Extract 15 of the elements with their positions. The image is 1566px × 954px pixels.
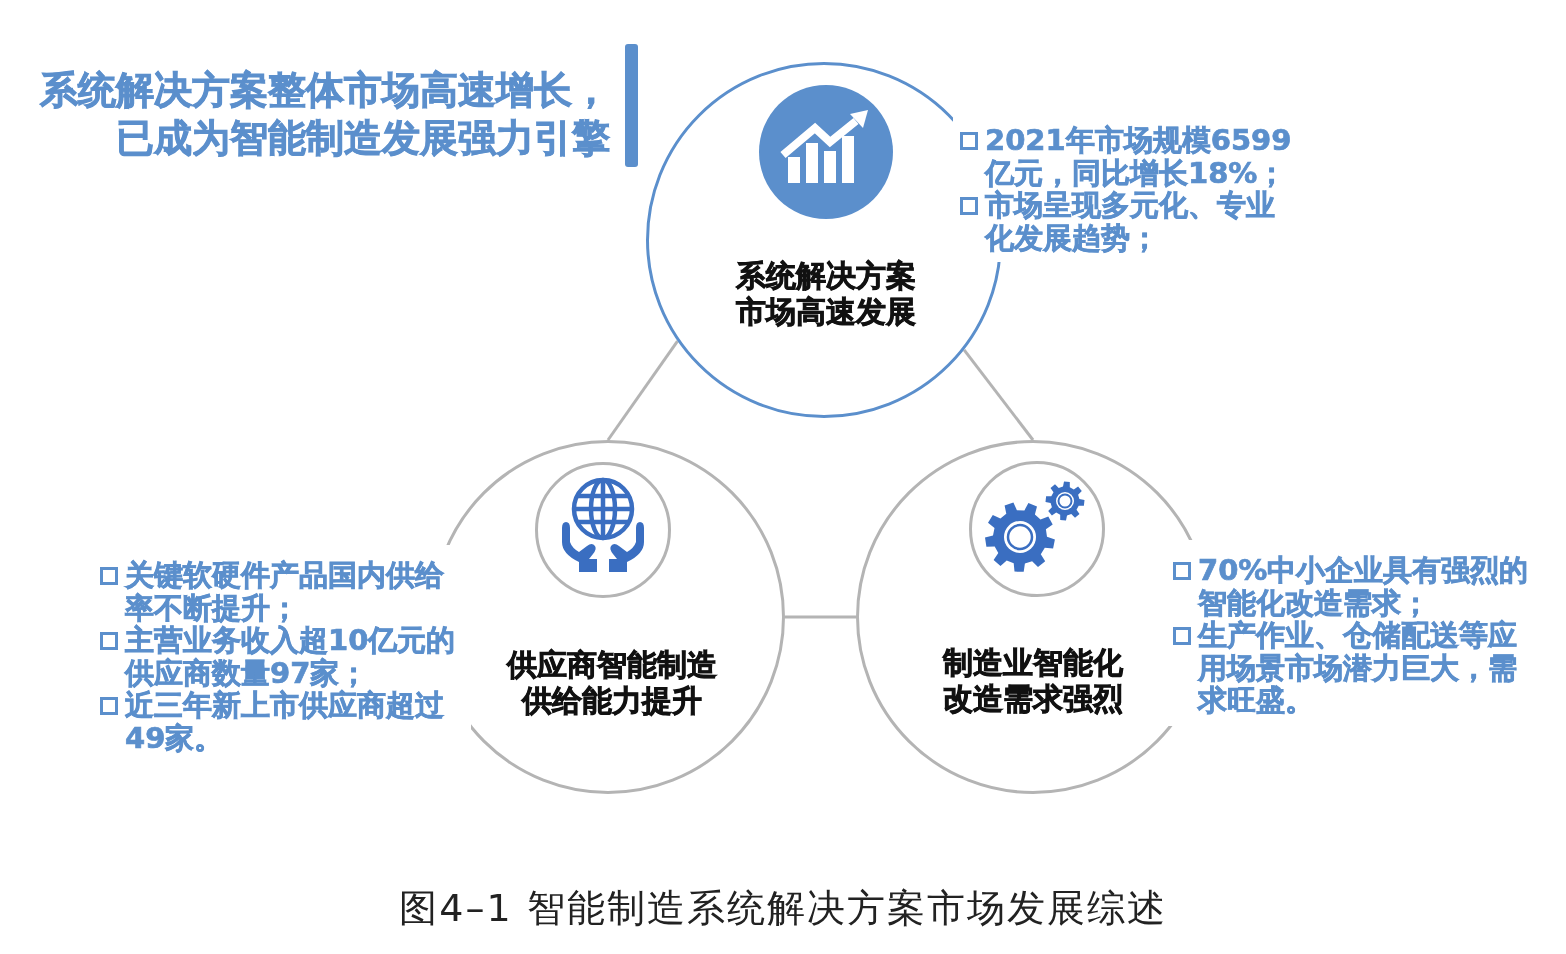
node-label: 制造业智能化改造需求强烈 <box>941 645 1124 717</box>
node-label: 供应商智能制造供给能力提升 <box>505 647 718 719</box>
bullet-text: 关键软硬件产品国内供给率不断提升； <box>125 559 445 624</box>
caption: 图4–1 智能制造系统解决方案市场发展综述 <box>398 885 1168 931</box>
bullet-text: 2021年市场规模6599亿元，同比增长18%； <box>985 124 1293 189</box>
connector-line <box>606 340 679 441</box>
bullet-text: 生产作业、仓储配送等应用场景市场潜力巨大，需求旺盛。 <box>1198 619 1518 717</box>
bullet-text: 主营业务收入超10亿元的供应商数量97家； <box>125 624 457 689</box>
connector-line <box>785 615 856 619</box>
node-label: 系统解决方案市场高速发展 <box>735 258 917 330</box>
bullet-text: 市场呈现多元化、专业化发展趋势； <box>985 189 1276 254</box>
bullet-text: 近三年新上市供应商超过49家。 <box>125 689 445 754</box>
connector-line <box>962 348 1035 441</box>
bullet-text: 70%中小企业具有强烈的智能化改造需求； <box>1198 554 1530 619</box>
title: 系统解决方案整体市场高速增长，已成为智能制造发展强力引擎 <box>39 67 610 162</box>
